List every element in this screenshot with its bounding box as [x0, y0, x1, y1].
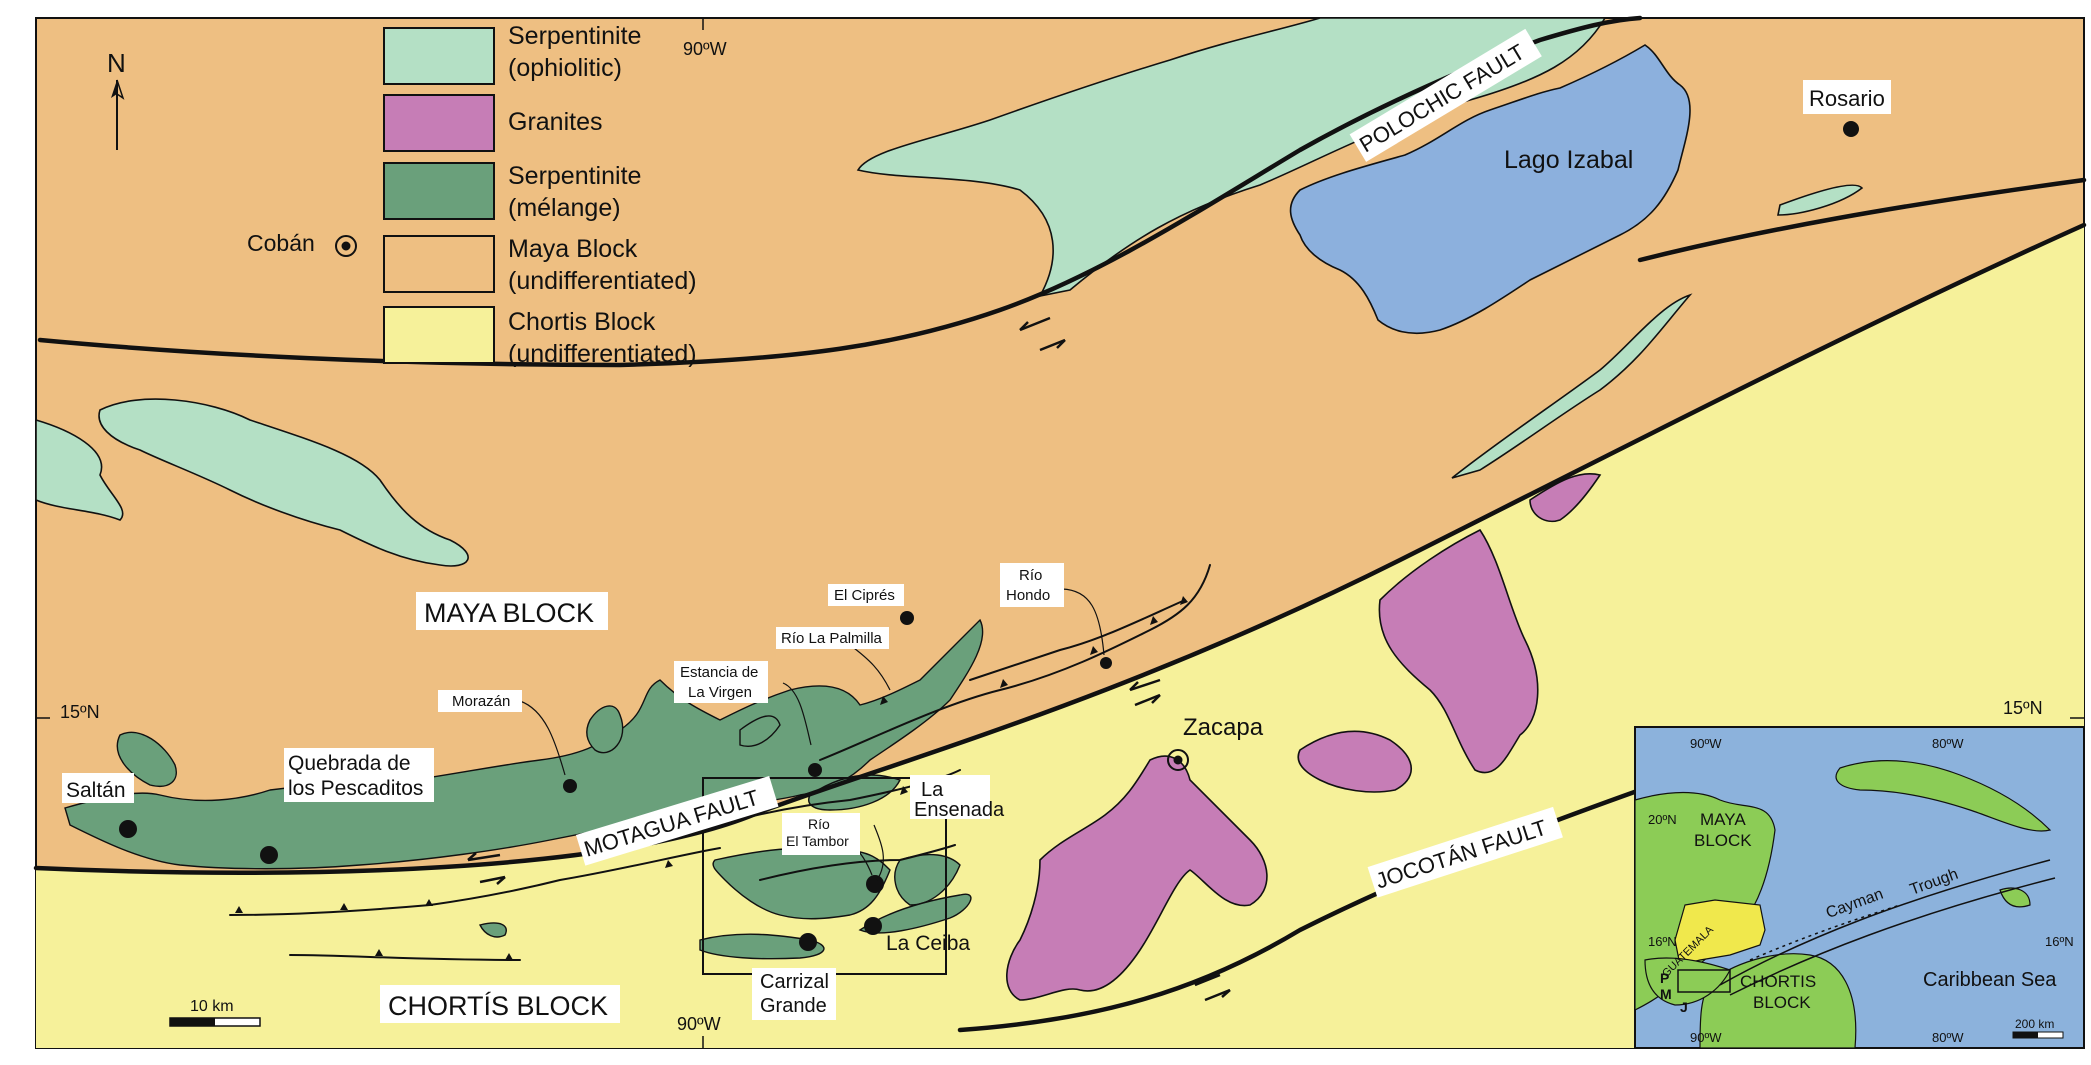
inset-caribbean: Caribbean Sea — [1923, 969, 2057, 991]
maya-block-label: MAYA BLOCK — [424, 598, 594, 628]
graticule-ticks — [36, 18, 2084, 1048]
place-label-estancia-1: Estancia de — [680, 664, 758, 681]
inset-map: 90ºW 80ºW 90ºW 80ºW 20ºN 16ºN 16ºN MAYA … — [1634, 726, 2085, 1049]
north-arrow: N — [107, 48, 126, 150]
place-label-rosario: Rosario — [1809, 86, 1885, 111]
inset-lon-80: 80ºW — [1932, 736, 1964, 751]
scale-bar-label: 10 km — [190, 998, 234, 1015]
legend-swatch-maya-block — [383, 235, 495, 293]
granite-bodies — [1006, 473, 1602, 1001]
place-label-morazan: Morazán — [452, 693, 510, 710]
ophiolite-bodies — [35, 17, 1864, 567]
inset-lat-16-left: 16ºN — [1648, 934, 1677, 949]
place-label-quebrada-1: Quebrada de — [288, 752, 411, 775]
place-label-el-cipres: El Ciprés — [834, 587, 895, 604]
place-label-rio-hondo-2: Hondo — [1006, 587, 1050, 604]
legend-label: Serpentinite — [508, 162, 641, 190]
place-label-rio-hondo-1: Río — [1019, 567, 1042, 584]
lat-label-left: 15ºN — [60, 702, 100, 722]
place-label-estancia-2: La Virgen — [688, 684, 752, 701]
legend-label: (undifferentiated) — [508, 267, 697, 295]
legend-swatch-granites — [383, 94, 495, 152]
inset-scale-label: 200 km — [2015, 1017, 2054, 1031]
inset-p: P — [1660, 970, 1669, 986]
place-label-la-ensenada-1: La — [921, 779, 944, 801]
place-label-rio-la-palmilla: Río La Palmilla — [781, 630, 883, 647]
legend-label: Chortis Block — [508, 308, 656, 336]
inset-maya-2: BLOCK — [1694, 831, 1752, 850]
place-label-rio-el-tambor-2: El Tambor — [786, 833, 849, 849]
melange-bodies — [64, 618, 984, 960]
inset-lon-90: 90ºW — [1690, 736, 1722, 751]
legend-label: (ophiolitic) — [508, 54, 622, 82]
inset-lon-80-bottom: 80ºW — [1932, 1030, 1964, 1045]
lago-izabal — [1289, 44, 1691, 334]
legend: Serpentinite (ophiolitic) Granites Serpe… — [383, 22, 697, 368]
slip-arrows — [467, 316, 1231, 1002]
legend-label: Serpentinite — [508, 22, 641, 50]
legend-label: (mélange) — [508, 194, 621, 222]
inset-lat-16-right: 16ºN — [2045, 934, 2074, 949]
place-label-saltan: Saltán — [66, 779, 126, 802]
inset-chortis-1: CHORTIS — [1740, 972, 1816, 991]
place-label-la-ceiba: La Ceiba — [886, 932, 970, 955]
inset-lon-90-bottom: 90ºW — [1690, 1030, 1722, 1045]
inset-maya-1: MAYA — [1700, 810, 1746, 829]
chortis-block-area — [36, 225, 2084, 1048]
town-symbols — [335, 235, 1189, 771]
polochic-fault-line-east — [1637, 177, 2087, 263]
place-label-carrizal-1: Carrizal — [760, 971, 829, 993]
lon-label-top: 90ºW — [683, 39, 727, 59]
legend-label: Maya Block — [508, 235, 638, 263]
legend-swatch-chortis-block — [383, 306, 495, 364]
north-label: N — [107, 48, 126, 78]
place-label-carrizal-2: Grande — [760, 995, 827, 1017]
lat-label-right: 15ºN — [2003, 698, 2043, 718]
motagua-fault-line — [33, 222, 2087, 875]
legend-swatch-serpentinite-melange — [383, 162, 495, 220]
legend-swatch-serpentinite-ophiolitic — [383, 27, 495, 85]
place-label-zacapa: Zacapa — [1183, 714, 1264, 741]
inset-chortis-2: BLOCK — [1753, 993, 1811, 1012]
lon-label-bottom: 90ºW — [677, 1014, 721, 1034]
inset-j: J — [1680, 999, 1688, 1015]
place-label-quebrada-2: los Pescaditos — [288, 777, 423, 800]
place-label-la-ensenada-2: Ensenada — [914, 799, 1005, 821]
place-label-rio-el-tambor-1: Río — [808, 816, 830, 832]
chortis-block-label: CHORTÍS BLOCK — [388, 991, 608, 1021]
scale-bar: 10 km — [169, 998, 261, 1027]
place-label-coban: Cobán — [247, 230, 315, 256]
inset-m: M — [1660, 986, 1672, 1002]
north-arrow-icon — [111, 80, 117, 98]
thrust-teeth — [235, 596, 1188, 960]
place-label-lago-izabal: Lago Izabal — [1504, 146, 1633, 174]
inset-lat-20: 20ºN — [1648, 812, 1677, 827]
legend-label: Granites — [508, 108, 602, 136]
locality-markers — [119, 121, 1859, 951]
legend-label: (undifferentiated) — [508, 340, 697, 368]
